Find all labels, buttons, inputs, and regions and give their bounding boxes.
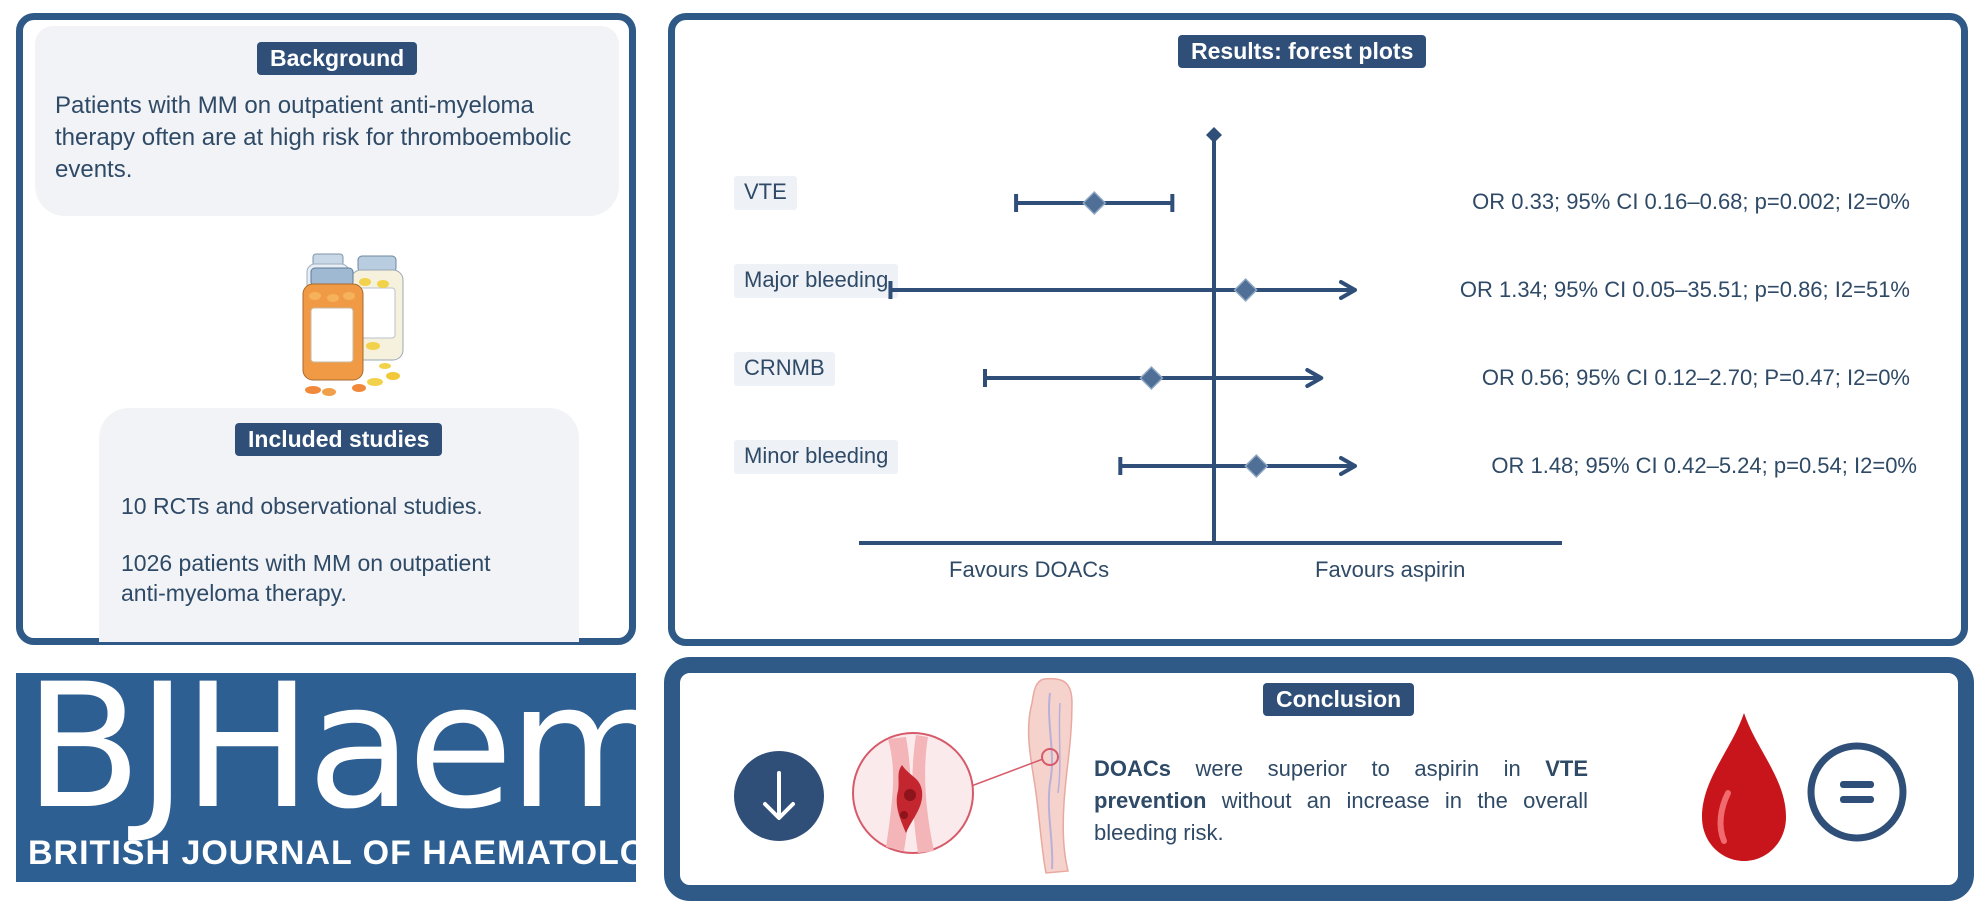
ci-arrow-crnmb: [1305, 368, 1324, 388]
conclusion-text-1: were superior to aspirin in: [1171, 756, 1546, 781]
leg-vein-icon: [1027, 677, 1073, 874]
included-line1: 10 RCTs and observational studies.: [121, 493, 483, 519]
background-panel: Background Patients with MM on outpatien…: [16, 13, 636, 645]
ci-arrow-major-bleeding: [1339, 280, 1357, 300]
outcome-label-crnmb: CRNMB: [734, 352, 835, 386]
conclusion-text: DOACs were superior to aspirin in VTE pr…: [1094, 753, 1588, 849]
results-title: Results: forest plots: [1178, 35, 1427, 68]
point-estimate-crnmb: [1139, 365, 1164, 391]
conclusion-bold-doacs: DOACs: [1094, 756, 1172, 781]
forest-plot: [859, 127, 1562, 545]
blood-clot-icon: [852, 677, 1073, 874]
journal-logo: BJHaem BRITISH JOURNAL OF HAEMATOLOGY: [16, 657, 697, 882]
conclusion-text-2: without an increase in the overall bleed…: [1094, 788, 1588, 845]
null-effect-marker: [1206, 127, 1222, 143]
point-estimate-major-bleeding: [1233, 277, 1258, 303]
outcome-label-major-bleeding: Major bleeding: [734, 264, 899, 298]
stat-vte: OR 0.33; 95% CI 0.16–0.68; p=0.002; I2=0…: [1472, 189, 1910, 214]
stat-major-bleeding: OR 1.34; 95% CI 0.05–35.51; p=0.86; I2=5…: [1459, 277, 1910, 302]
conclusion-bold-vte: VTE prevention: [1094, 756, 1588, 813]
ci-arrow-minor-bleeding: [1339, 456, 1357, 476]
outcome-label-vte: VTE: [734, 176, 797, 210]
logo-wordmark: BJHaem: [24, 646, 676, 847]
background-title: Background: [257, 42, 418, 75]
included-title: Included studies: [235, 423, 443, 456]
logo-subtitle: BRITISH JOURNAL OF HAEMATOLOGY: [28, 834, 699, 872]
results-panel: Results: forest plots VTE Major bleeding…: [668, 13, 1968, 646]
conclusion-title: Conclusion: [1263, 683, 1415, 716]
point-estimate-minor-bleeding: [1244, 453, 1269, 479]
blood-drop-icon: [1702, 713, 1786, 861]
background-text: Patients with MM on outpatient anti-myel…: [55, 92, 572, 183]
equal-sign-icon: [1807, 742, 1907, 842]
conclusion-panel: Conclusion DOACs were superior to aspiri…: [664, 657, 1974, 901]
stat-crnmb: OR 0.56; 95% CI 0.12–2.70; P=0.47; I2=0%: [1481, 365, 1910, 390]
favours-doacs-label: Favours DOACs: [949, 557, 1110, 582]
down-arrow-icon: [734, 751, 824, 841]
included-line2: 1026 patients with MM on outpatient anti…: [121, 550, 491, 606]
favours-aspirin-label: Favours aspirin: [1315, 557, 1466, 582]
point-estimate-vte: [1082, 190, 1107, 216]
stat-minor-bleeding: OR 1.48; 95% CI 0.42–5.24; p=0.54; I2=0%: [1491, 453, 1917, 478]
outcome-label-minor-bleeding: Minor bleeding: [734, 440, 899, 474]
